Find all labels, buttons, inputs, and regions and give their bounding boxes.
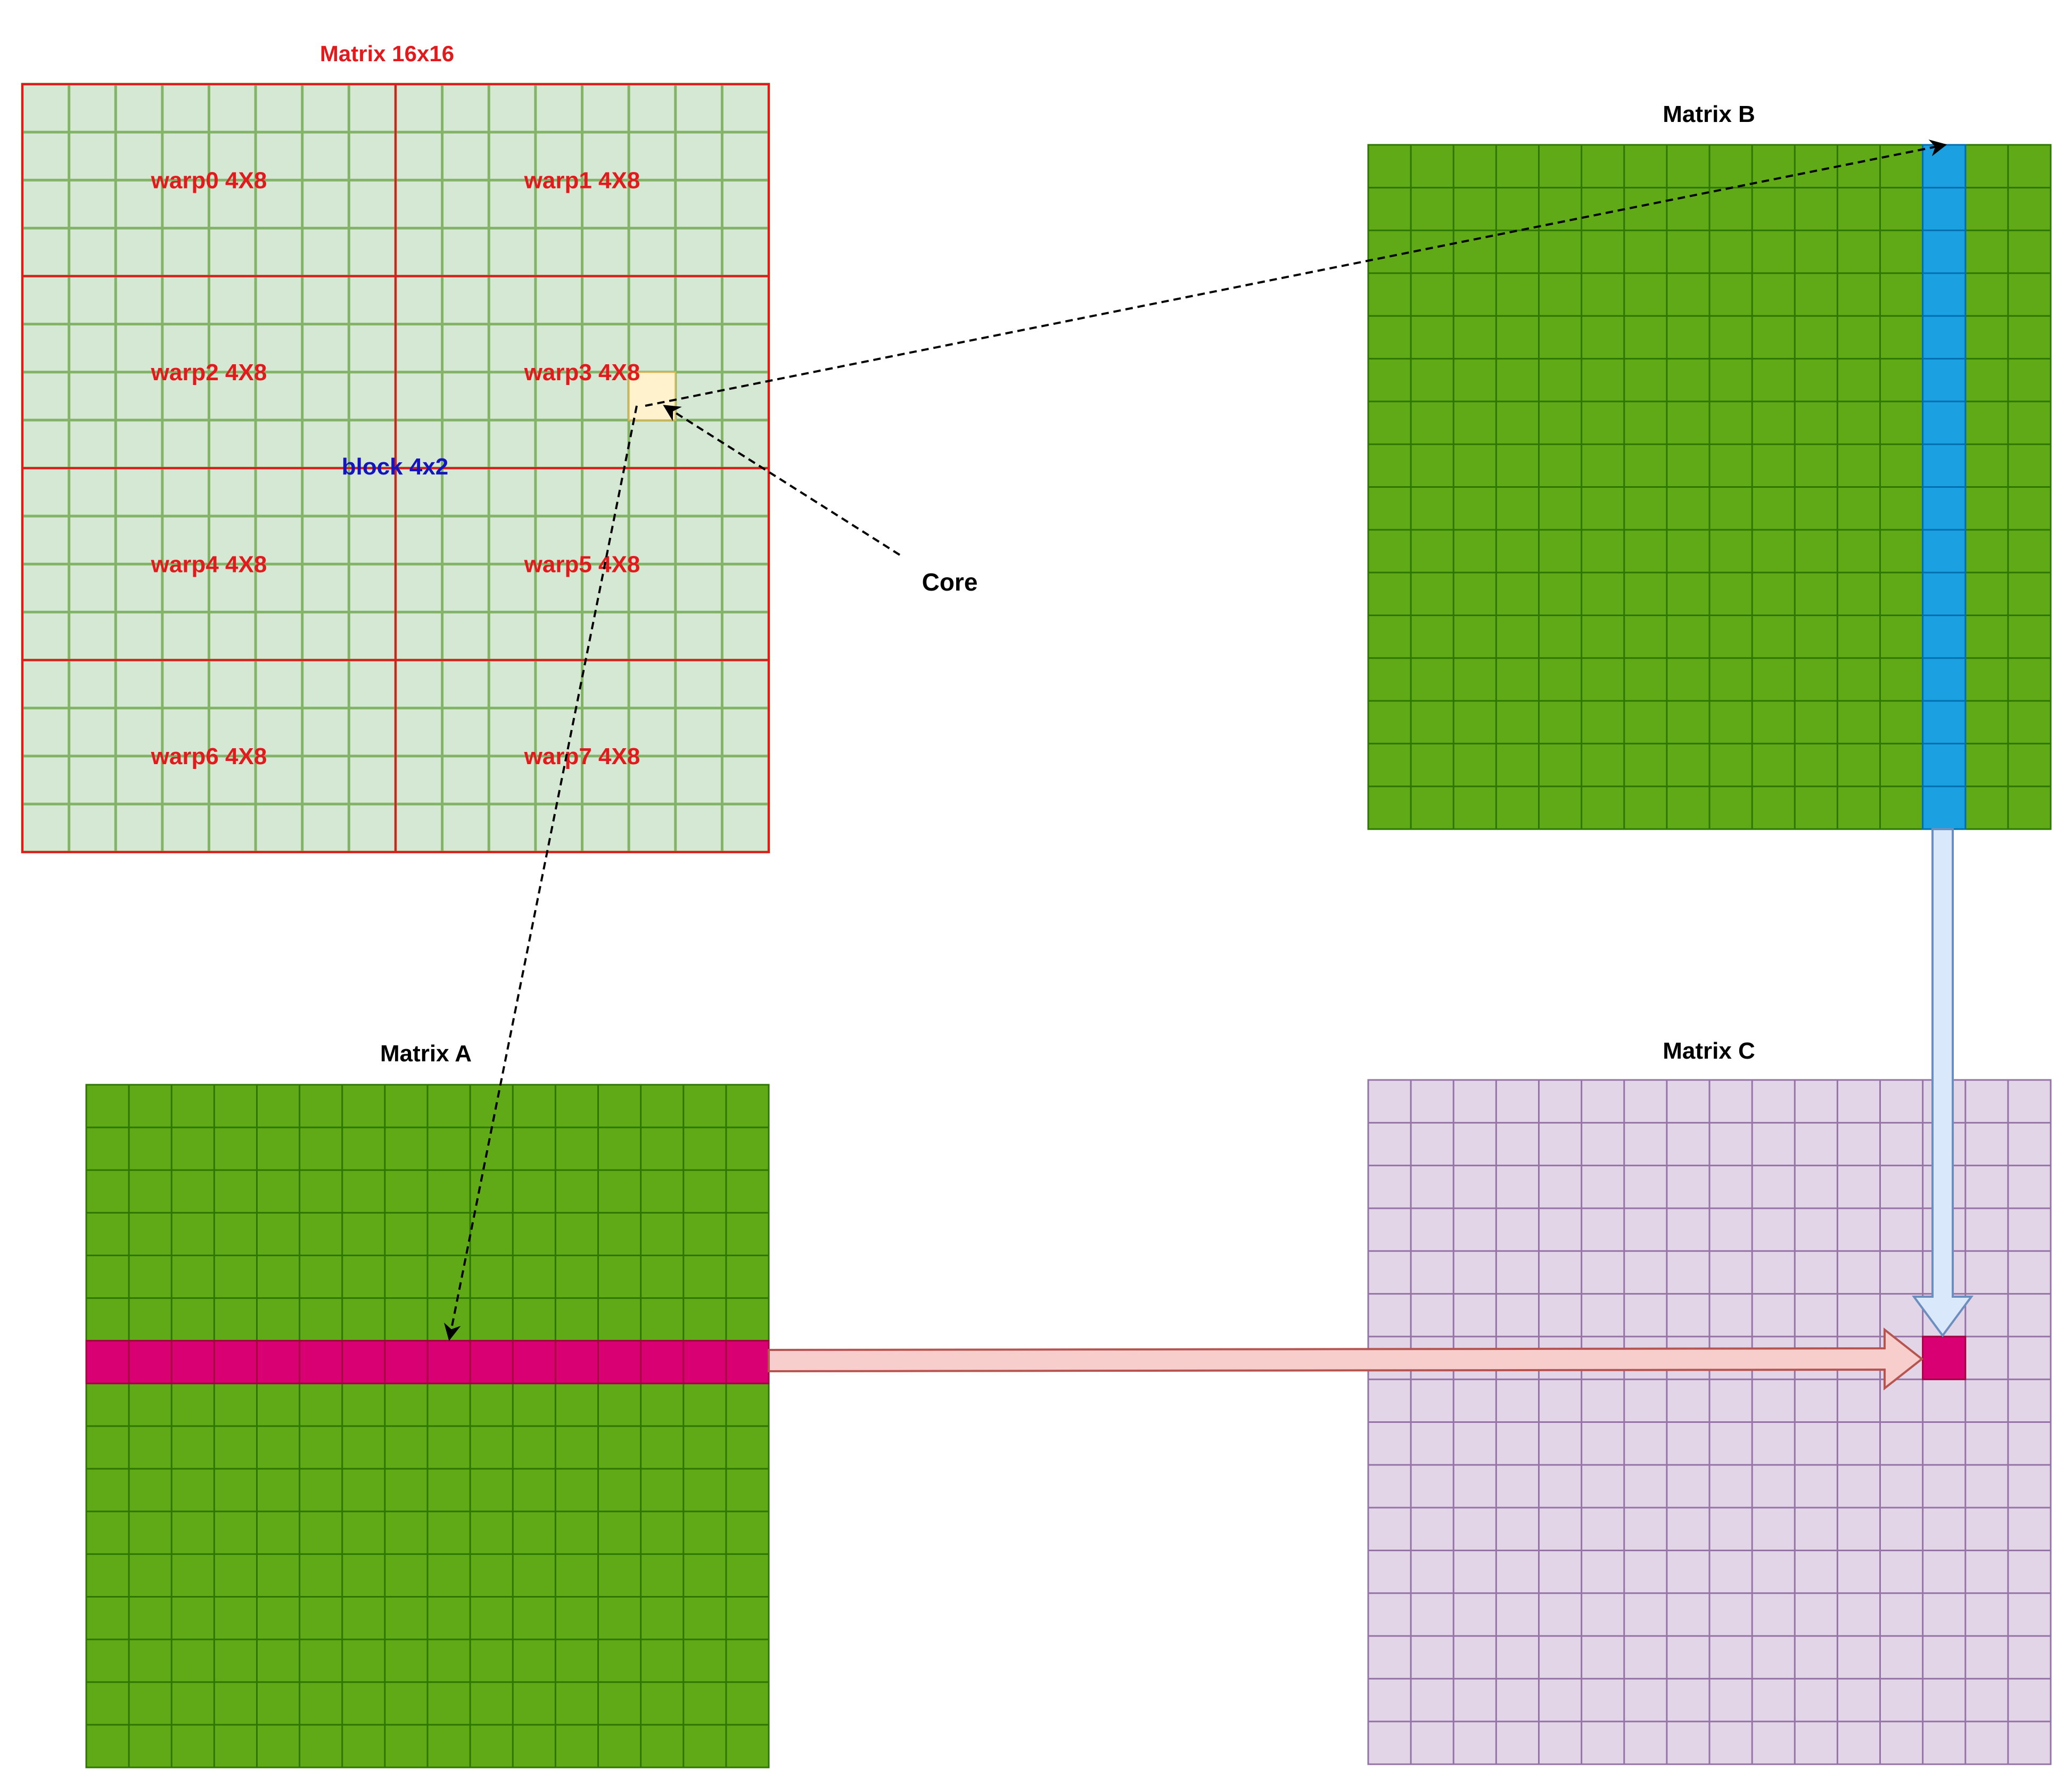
core-to-b-column-arrow [645,139,1947,407]
core-label: Core [922,568,978,596]
warp-label: warp6 4X8 [151,743,267,769]
warp-label: warp5 4X8 [524,551,640,577]
warp-label: warp0 4X8 [151,167,267,193]
warp-label: warp3 4X8 [524,359,640,386]
core-pointer-arrow [663,405,901,556]
matrix-c-result-cell [1922,1336,1967,1380]
warp-label: warp4 4X8 [151,551,267,577]
matrix-a-title: Matrix A [380,1041,472,1067]
matrix-a [85,1084,770,1768]
block-label: block 4x2 [342,454,449,480]
matrix-c-title: Matrix C [1663,1038,1755,1064]
thread-grid [21,83,770,854]
grid-title: Matrix 16x16 [320,41,454,66]
row-to-result-arrow [768,1327,1924,1391]
warp-label: warp2 4X8 [151,359,267,386]
matrix-b [1367,144,2052,830]
warp-labels: warp0 4X8 warp1 4X8 warp2 4X8 warp3 4X8 warp… [151,167,640,769]
warp-label: warp1 4X8 [524,167,640,193]
warp-label: warp7 4X8 [524,743,640,769]
column-to-result-arrow [1912,828,1974,1338]
block-border [21,83,770,853]
matrix-b-title: Matrix B [1663,101,1755,127]
